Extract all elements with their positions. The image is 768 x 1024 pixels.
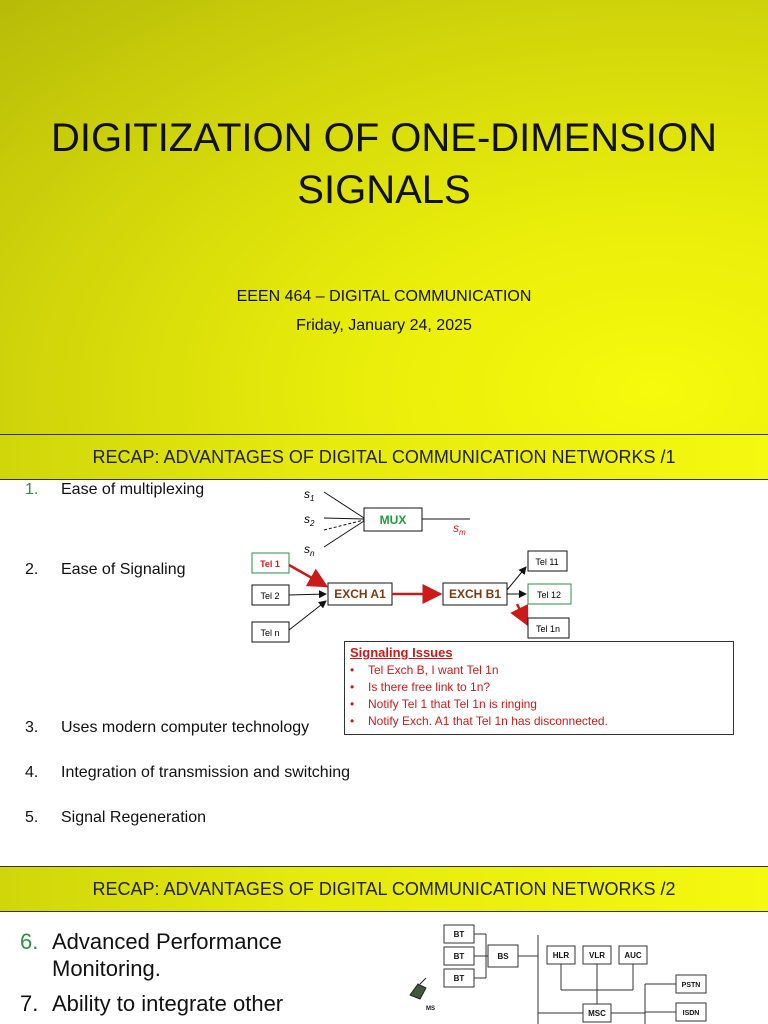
tel-2-label: Tel 2 [260, 591, 279, 601]
item-text: Signal Regeneration [61, 809, 206, 826]
slide2-banner: RECAP: ADVANTAGES OF DIGITAL COMMUNICATI… [0, 866, 768, 912]
list-item: Notify Exch. A1 that Tel 1n has disconne… [350, 713, 608, 730]
vlr-label: VLR [589, 951, 605, 960]
pstn-label: PSTN [682, 982, 701, 989]
title-line-1: DIGITIZATION OF ONE-DIMENSION [51, 116, 717, 160]
isdn-box [675, 1002, 707, 1022]
item-number: 7. [20, 991, 39, 1016]
signaling-diagram: Tel 1 Tel 2 Tel n EXCH A1 EXCH B1 Tel 11… [251, 550, 572, 643]
item-text: Integration of transmission and switchin… [61, 764, 351, 781]
bs-label: BS [497, 952, 509, 961]
item-text: Advanced Performance Monitoring. [52, 929, 282, 981]
item-number: 3. [25, 719, 39, 736]
signaling-issues-list: Tel Exch B, I want Tel 1n Is there free … [350, 662, 608, 730]
tel-12-label: Tel 12 [537, 590, 561, 600]
course-name: EEEN 464 – DIGITAL COMMUNICATION [236, 288, 532, 305]
bt-label-2: BT [454, 952, 465, 961]
mux-input-sn: sn [304, 542, 315, 558]
title-line-2: SIGNALS [297, 168, 471, 212]
bt-label-1: BT [454, 930, 465, 939]
tel-n-label: Tel n [260, 628, 279, 638]
tel-1-box [251, 552, 290, 574]
hlr-label: HLR [553, 951, 570, 960]
exch-a1-label: EXCH A1 [334, 587, 386, 601]
tel-1n-box [527, 617, 570, 639]
exch-b1-label: EXCH B1 [449, 587, 501, 601]
list-item: Is there free link to 1n? [350, 679, 608, 696]
ms-label: MS [426, 1006, 435, 1012]
slide-title: DIGITIZATION OF ONE-DIMENSION SIGNALS [0, 112, 768, 216]
mux-input-s1: s1 [304, 487, 314, 503]
tel-11-label: Tel 11 [535, 557, 558, 567]
mux-input-s2: s2 [304, 512, 315, 528]
mux-label: MUX [380, 513, 407, 527]
signaling-issues-header: Signaling Issues [350, 645, 453, 660]
tel-n-box [251, 621, 290, 643]
list-item: Notify Tel 1 that Tel 1n is ringing [350, 696, 608, 713]
tel-1n-label: Tel 1n [536, 624, 560, 634]
title-slide: DIGITIZATION OF ONE-DIMENSION SIGNALS EE… [0, 0, 768, 434]
pstn-box [675, 974, 707, 994]
item-number: 6. [20, 929, 39, 954]
slide1-banner: RECAP: ADVANTAGES OF DIGITAL COMMUNICATI… [0, 434, 768, 480]
item-number: 1. [25, 481, 39, 498]
tel-11-box [527, 550, 568, 572]
item-number: 5. [25, 809, 39, 826]
list-item: Tel Exch B, I want Tel 1n [350, 662, 608, 679]
item-text: Ease of multiplexing [61, 481, 205, 498]
item-text: Uses modern computer technology [61, 719, 310, 736]
tel-12-box [527, 583, 572, 605]
mobile-station-icon [409, 977, 427, 1000]
signaling-issues-box: Signaling Issues Tel Exch B, I want Tel … [344, 641, 734, 735]
slide-subtitle: EEEN 464 – DIGITAL COMMUNICATION Friday,… [0, 282, 768, 340]
item-number: 4. [25, 764, 39, 781]
lecture-date: Friday, January 24, 2025 [296, 317, 472, 334]
bt-label-3: BT [454, 974, 465, 983]
item-number: 2. [25, 561, 39, 578]
msc-label: MSC [588, 1009, 606, 1018]
auc-label: AUC [624, 951, 642, 960]
mux-diagram: s1 s2 sn MUX sm [304, 487, 470, 558]
isdn-label: ISDN [683, 1010, 700, 1017]
item-text: Ease of Signaling [61, 561, 186, 578]
tel-1-label: Tel 1 [260, 559, 280, 569]
item-text: Ability to integrate other [52, 991, 284, 1016]
